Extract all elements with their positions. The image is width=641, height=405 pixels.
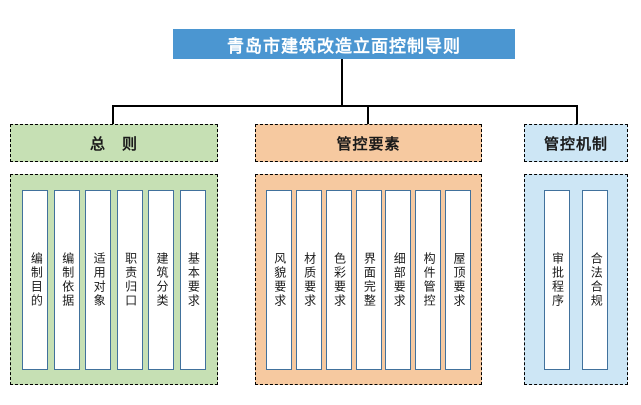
- connector-drop-right: [576, 105, 578, 124]
- diagram-item-responsibility: 职责归口: [116, 189, 143, 370]
- item-label: 建筑分类: [155, 251, 169, 308]
- diagram-item-interface-integrity: 界面完整: [355, 189, 382, 370]
- diagram-item-material-requirements: 材质要求: [295, 189, 322, 370]
- root-node: 青岛市建筑改造立面控制导则: [173, 29, 515, 59]
- group-header-control-elements: 管控要素: [255, 124, 482, 162]
- diagram-item-basic-requirements: 基本要求: [179, 189, 206, 370]
- group-body-control-mechanism: 审批程序 合法合规: [524, 174, 628, 385]
- diagram-item-compile-purpose: 编制目的: [22, 189, 49, 370]
- group-body-general-principles: 编制目的 编制依据 适用对象 职责归口 建筑分类 基本要求: [10, 174, 218, 385]
- group-body-control-elements: 风貌要求 材质要求 色彩要求 界面完整 细部要求 构件管控 屋顶要求: [255, 174, 482, 385]
- item-label: 适用对象: [92, 251, 107, 308]
- group-label: 管控机制: [543, 135, 608, 153]
- item-label: 基本要求: [186, 251, 201, 308]
- diagram-item-compile-basis: 编制依据: [53, 189, 80, 370]
- diagram-item-component-control: 构件管控: [415, 189, 442, 370]
- item-label: 合法合规: [589, 251, 604, 308]
- item-label: 色彩要求: [332, 251, 347, 308]
- connector-drop-left: [112, 105, 114, 124]
- connector-drop-middle: [367, 105, 369, 124]
- diagram-item-approval-procedure: 审批程序: [543, 189, 570, 370]
- item-label: 编制依据: [60, 251, 75, 308]
- group-label: 管控要素: [336, 135, 401, 153]
- item-label: 审批程序: [550, 251, 565, 308]
- group-header-control-mechanism: 管控机制: [524, 124, 628, 162]
- item-label: 职责归口: [123, 251, 138, 308]
- item-label: 构件管控: [422, 251, 437, 308]
- diagram-item-detail-requirements: 细部要求: [385, 189, 412, 370]
- item-label: 细部要求: [392, 251, 407, 308]
- item-label: 界面完整: [362, 251, 377, 308]
- diagram-item-applicable-objects: 适用对象: [85, 189, 112, 370]
- diagram-item-style-requirements: 风貌要求: [265, 189, 292, 370]
- item-label: 编制目的: [29, 251, 44, 308]
- connector-horizontal-bus: [112, 105, 578, 107]
- root-node-title: 青岛市建筑改造立面控制导则: [227, 36, 461, 56]
- item-label: 屋顶要求: [452, 251, 467, 308]
- diagram-item-color-requirements: 色彩要求: [325, 189, 352, 370]
- group-header-general-principles: 总 则: [10, 124, 218, 162]
- diagram-item-legal-compliance: 合法合规: [582, 189, 609, 370]
- item-label: 风貌要求: [272, 251, 287, 308]
- diagram-item-building-classification: 建筑分类: [148, 189, 175, 370]
- group-label: 总 则: [89, 135, 138, 153]
- item-label: 材质要求: [302, 251, 317, 308]
- diagram-item-roof-requirements: 屋顶要求: [445, 189, 472, 370]
- connector-root-vertical: [341, 59, 343, 106]
